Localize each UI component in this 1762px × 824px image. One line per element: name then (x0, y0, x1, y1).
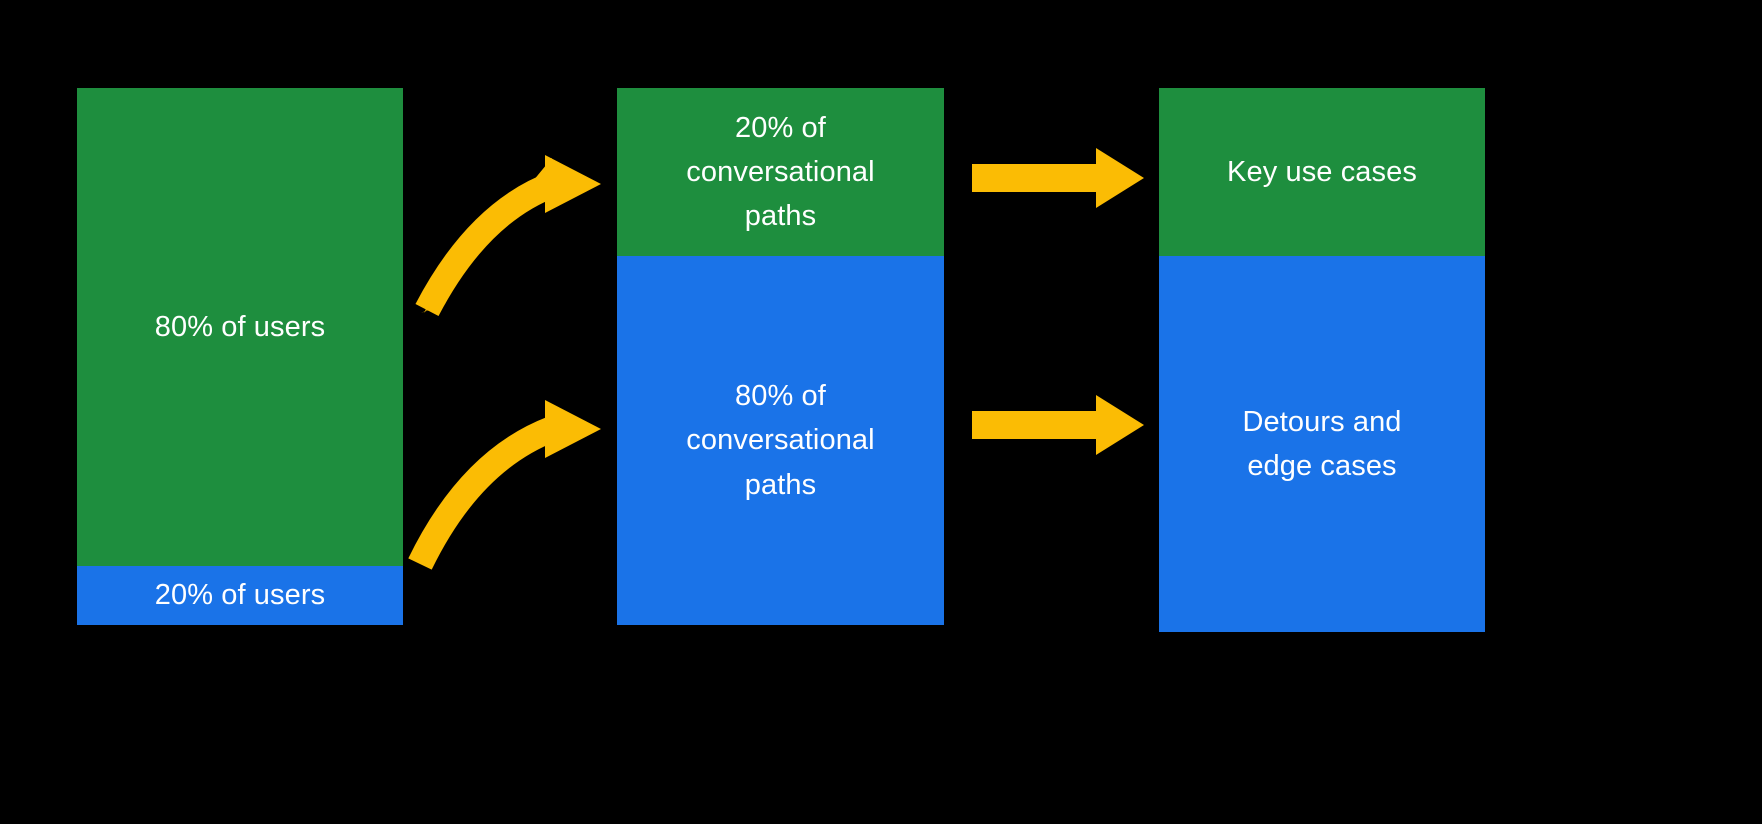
segment-detours-edge-cases-label: Detours and edge cases (1242, 405, 1402, 482)
conversational-paths-column: 20% of conversational paths 80% of conve… (617, 88, 944, 625)
segment-paths-minority: 20% of conversational paths (617, 88, 944, 256)
users-column: 80% of users 20% of users (77, 88, 403, 625)
arrow-paths-majority-to-detours-icon (972, 395, 1144, 455)
arrow-users-majority-to-paths-minority-icon (415, 155, 601, 317)
arrow-users-minority-to-paths-majority-icon (408, 400, 601, 570)
segment-users-majority: 80% of users (77, 88, 403, 566)
segment-detours-edge-cases: Detours and edge cases (1159, 256, 1485, 632)
segment-users-minority: 20% of users (77, 566, 403, 625)
arrow-paths-minority-to-key-use-cases-icon (972, 148, 1144, 208)
segment-users-minority-label: 20% of users (154, 579, 326, 612)
outcomes-column: Key use cases Detours and edge cases (1159, 88, 1485, 632)
segment-paths-majority: 80% of conversational paths (617, 256, 944, 625)
segment-paths-minority-label: 20% of conversational paths (686, 111, 875, 233)
segment-paths-majority-label: 80% of conversational paths (686, 380, 875, 501)
segment-users-majority-label: 80% of users (154, 310, 326, 343)
segment-key-use-cases: Key use cases (1159, 88, 1485, 256)
segment-key-use-cases-label: Key use cases (1227, 155, 1417, 188)
